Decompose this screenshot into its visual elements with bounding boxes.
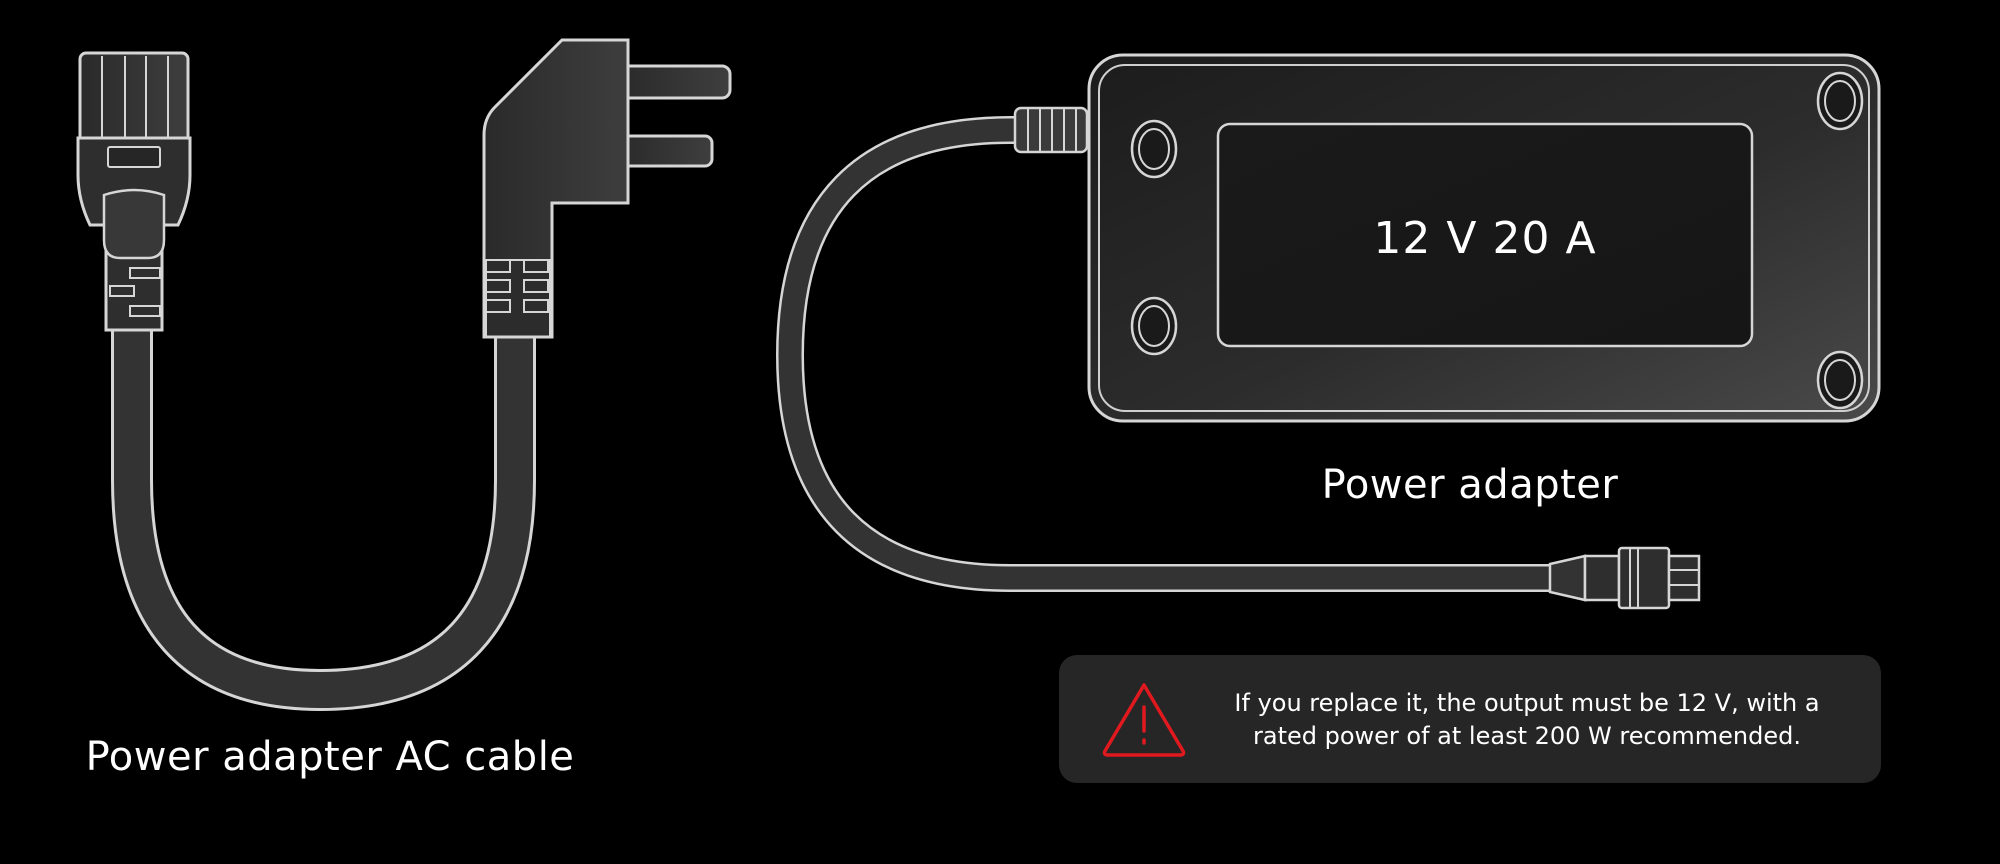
mounting-hole — [1130, 296, 1178, 356]
adapter-caption: Power adapter — [1321, 462, 1619, 508]
warning-triangle-icon — [1102, 683, 1186, 757]
wall-plug — [482, 38, 732, 339]
warning-panel: If you replace it, the output must be 12… — [1059, 655, 1881, 783]
adapter-rating-label: 12 V 20 A — [1373, 213, 1597, 264]
mounting-hole — [1816, 350, 1864, 410]
mounting-hole — [1816, 71, 1864, 131]
rating-plate — [1216, 122, 1754, 348]
dc-connector — [1548, 546, 1701, 610]
mounting-hole — [1130, 119, 1178, 179]
strain-relief — [1013, 106, 1089, 154]
iec-connector — [76, 51, 192, 332]
ac-cable — [76, 38, 732, 712]
warning-text: If you replace it, the output must be 12… — [1234, 689, 1820, 750]
power-adapter — [775, 53, 1881, 610]
cable-caption: Power adapter AC cable — [85, 734, 575, 780]
